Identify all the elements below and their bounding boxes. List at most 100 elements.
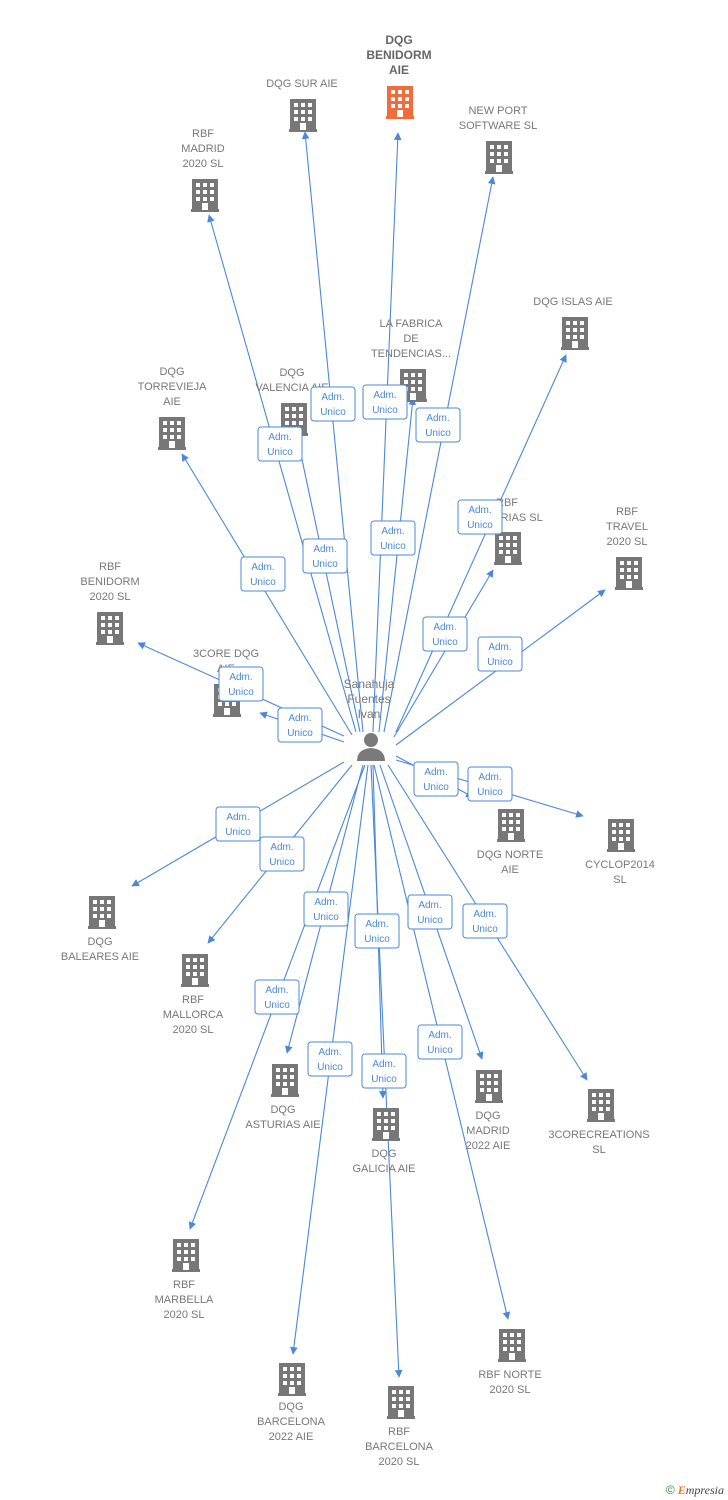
relation-box [361, 1053, 407, 1089]
company-label-line: DQG ISLAS AIE [533, 296, 612, 308]
relation-label-rbf-asturias-2020-sl[interactable]: Adm.Unico [422, 616, 468, 652]
building-icon [181, 954, 209, 987]
relation-label-dqg-islas-aie[interactable]: Adm. Unico [457, 499, 503, 535]
relation-text: Adm. [229, 672, 252, 683]
company-label-line: SL [613, 874, 626, 886]
company-node-dqg-galicia-aie[interactable]: DQG GALICIA AIE [353, 1108, 416, 1175]
relation-box [462, 903, 508, 939]
company-label-line: 2020 SL [379, 1456, 420, 1468]
company-label-line: TENDENCIAS... [371, 348, 451, 360]
building-icon [96, 612, 124, 645]
relation-label-rbf-travel-2020-sl[interactable]: Adm.Unico [477, 636, 523, 672]
company-label-line: RBF [182, 994, 204, 1006]
relation-text: Unico [432, 637, 458, 648]
company-label-line: RBF [173, 1279, 195, 1291]
company-label-line: NEW PORT [468, 105, 527, 117]
company-node-dqg-islas-aie[interactable]: DQG ISLAS AIE [533, 296, 613, 350]
person-name-line: Ivan [358, 707, 381, 721]
company-node-dqg-sur-aie[interactable]: DQG SUR AIE [266, 78, 338, 132]
relation-text: Adm. [426, 413, 449, 424]
building-icon [191, 179, 219, 212]
relation-text: Unico [225, 827, 251, 838]
edge-dqg-islas-aie [395, 354, 567, 733]
relation-box [310, 386, 356, 422]
company-label-line: 2020 SL [183, 158, 224, 170]
relation-label-dqg-madrid-2022-aie[interactable]: Adm.Unico [407, 894, 453, 930]
relation-label-la-fabrica-de-tendencias[interactable]: Adm.Unico [370, 520, 416, 556]
company-label-line: 2020 SL [607, 536, 648, 548]
company-label-line: 3CORE DQG [193, 648, 259, 660]
relation-label-rbf-marbella-2020-sl[interactable]: Adm.Unico [254, 979, 300, 1015]
relation-text: Unico [467, 520, 493, 531]
company-label-line: DQG [385, 33, 412, 47]
relation-text: Unico [423, 782, 449, 793]
relation-label-rbf-benidorm-2020-sl[interactable]: Adm.Unico [218, 666, 264, 702]
relation-label-dqg-baleares-aie[interactable]: Adm.Unico [215, 806, 261, 842]
relation-text: Unico [313, 912, 339, 923]
relation-box [218, 666, 264, 702]
company-label-line: DQG NORTE [477, 849, 543, 861]
relation-label-rbf-madrid-2020-sl[interactable]: Adm.Unico [257, 426, 303, 462]
relation-text: Adm. [418, 900, 441, 911]
company-label-line: RBF [99, 561, 121, 573]
relation-label-new-port-software-sl[interactable]: Adm.Unico [415, 407, 461, 443]
relation-label-dqg-barcelona-2022-aie[interactable]: Adm.Unico [307, 1041, 353, 1077]
relation-text: Adm. [365, 919, 388, 930]
relation-box [422, 616, 468, 652]
relation-label-dqg-asturias-aie[interactable]: Adm. Unico [303, 891, 349, 927]
company-label-line: SL [592, 1144, 605, 1156]
company-label-line: AIE [163, 396, 181, 408]
relation-text: Adm. [468, 505, 491, 516]
relation-label-rbf-norte-2020-sl[interactable]: Adm.Unico [417, 1024, 463, 1060]
relation-label-3core-dqg-aie[interactable]: Adm.Unico [277, 707, 323, 743]
company-label-line: MALLORCA [163, 1009, 224, 1021]
relation-label-dqg-torrevieja-aie[interactable]: Adm.Unico [240, 556, 286, 592]
company-label-line: 2020 SL [164, 1309, 205, 1321]
company-label-line: BALEARES AIE [61, 951, 139, 963]
relation-text: Adm. [314, 897, 337, 908]
building-icon [387, 1386, 415, 1419]
relation-text: Adm. [428, 1030, 451, 1041]
company-label-line: DQG [371, 1148, 396, 1160]
building-icon [494, 532, 522, 565]
relation-text: Adm. [268, 432, 291, 443]
edge-rbf-madrid-2020-sl [207, 214, 357, 733]
relation-label-cyclop2014-sl[interactable]: Adm.Unico [467, 766, 513, 802]
relation-label-dqg-valencia-aie[interactable]: Adm.Unico [302, 538, 348, 574]
relation-text: Adm. [288, 713, 311, 724]
relation-label-rbf-mallorca-2020-sl[interactable]: Adm.Unico [259, 836, 305, 872]
relation-label-rbf-barcelona-2020-sl[interactable]: Adm.Unico [361, 1053, 407, 1089]
relation-text: Adm. [270, 842, 293, 853]
building-icon [386, 86, 414, 119]
relation-label-3corecreations-sl[interactable]: Adm.Unico [462, 903, 508, 939]
relation-box [257, 426, 303, 462]
relation-label-dqg-galicia-aie[interactable]: Adm.Unico [354, 913, 400, 949]
company-label-line: GALICIA AIE [353, 1163, 416, 1175]
relation-label-dqg-sur-aie[interactable]: Adm.Unico [310, 386, 356, 422]
person-icon [357, 733, 385, 761]
company-node-la-fabrica-de-tendencias[interactable]: LA FABRICADETENDENCIAS... [371, 318, 451, 402]
relation-label-dqg-benidorm-aie[interactable]: Adm.Unico [362, 384, 408, 420]
footer-brand[interactable]: © Empresia [666, 1483, 724, 1498]
relation-label-dqg-norte-aie[interactable]: Adm.Unico [413, 761, 459, 797]
